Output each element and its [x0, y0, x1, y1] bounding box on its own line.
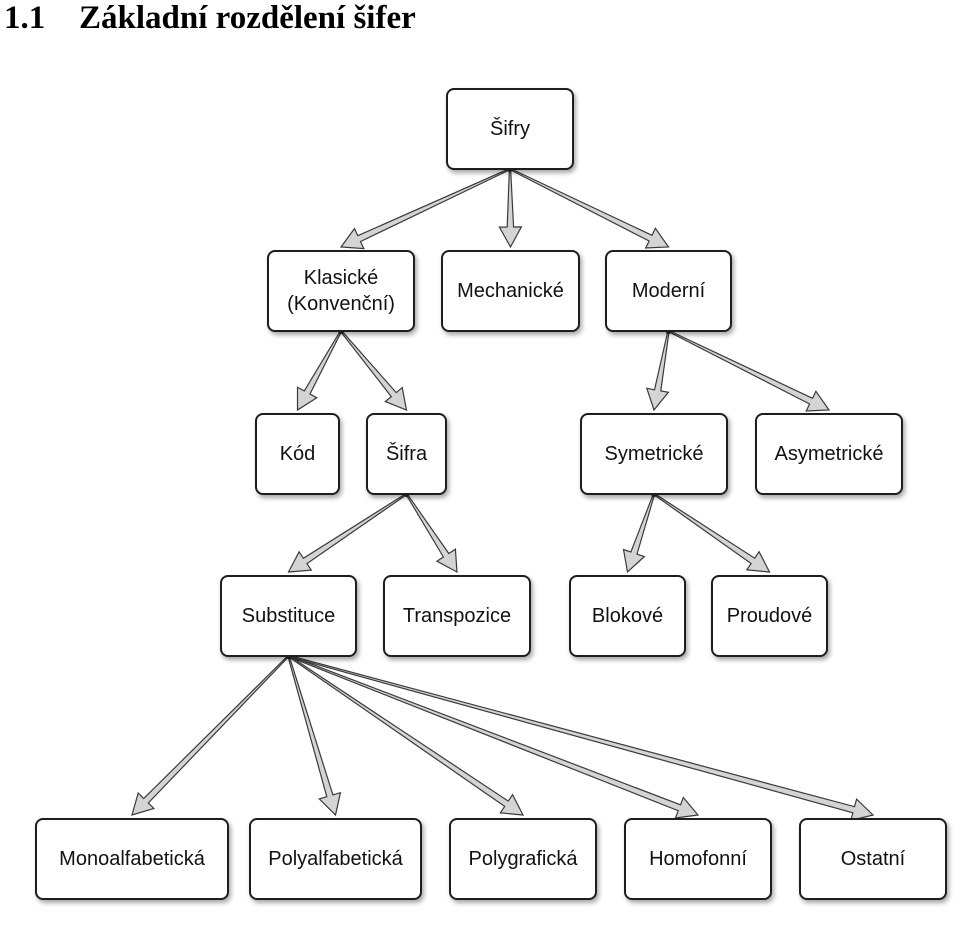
node-sifra: Šifra [366, 413, 447, 495]
node-polyalfabeticka: Polyalfabetická [249, 818, 422, 900]
node-substituce: Substituce [220, 575, 357, 657]
arrow-substituce-to-polygraficka [287, 654, 525, 816]
section-title: Základní rozdělení šifer [79, 0, 416, 36]
arrow-substituce-to-ostatni [287, 654, 875, 822]
arrow-klasicke-to-sifra [339, 329, 408, 411]
node-sifry: Šifry [446, 88, 574, 170]
node-ostatni: Ostatní [799, 818, 947, 900]
node-asymetricke: Asymetrické [755, 413, 903, 495]
arrow-moderni-to-asymetricke [667, 329, 831, 412]
arrow-symetricke-to-blokove [622, 493, 656, 574]
node-moderni: Moderní [605, 250, 732, 332]
node-polygraficka: Polygrafická [449, 818, 597, 900]
node-klasicke: Klasické (Konvenční) [267, 250, 415, 332]
node-mechanicke: Mechanické [441, 250, 580, 332]
arrow-root-to-mechanicke [498, 168, 523, 249]
arrow-sifra-to-substituce [287, 492, 408, 573]
arrow-moderni-to-symetricke [645, 330, 670, 412]
arrow-root-to-moderni [508, 167, 670, 249]
node-proudove: Proudové [711, 575, 828, 657]
arrow-substituce-to-homofonni [287, 654, 700, 819]
section-heading: 1.1 Základní rozdělení šifer [4, 0, 416, 36]
section-number: 1.1 [4, 0, 46, 36]
arrow-substituce-to-polyalfabeticka [287, 655, 342, 817]
arrow-sifra-to-transpozice [405, 492, 458, 574]
node-homofonni: Homofonní [624, 818, 772, 900]
arrow-klasicke-to-kod [296, 329, 343, 412]
node-transpozice: Transpozice [383, 575, 531, 657]
arrow-symetricke-to-proudove [652, 492, 771, 573]
node-symetricke: Symetrické [580, 413, 728, 495]
arrow-substituce-to-monoalfabeticka [131, 654, 290, 816]
arrow-root-to-klasicke [339, 167, 512, 250]
node-monoalfabeticka: Monoalfabetická [35, 818, 229, 900]
node-blokove: Blokové [569, 575, 686, 657]
node-kod: Kód [255, 413, 340, 495]
